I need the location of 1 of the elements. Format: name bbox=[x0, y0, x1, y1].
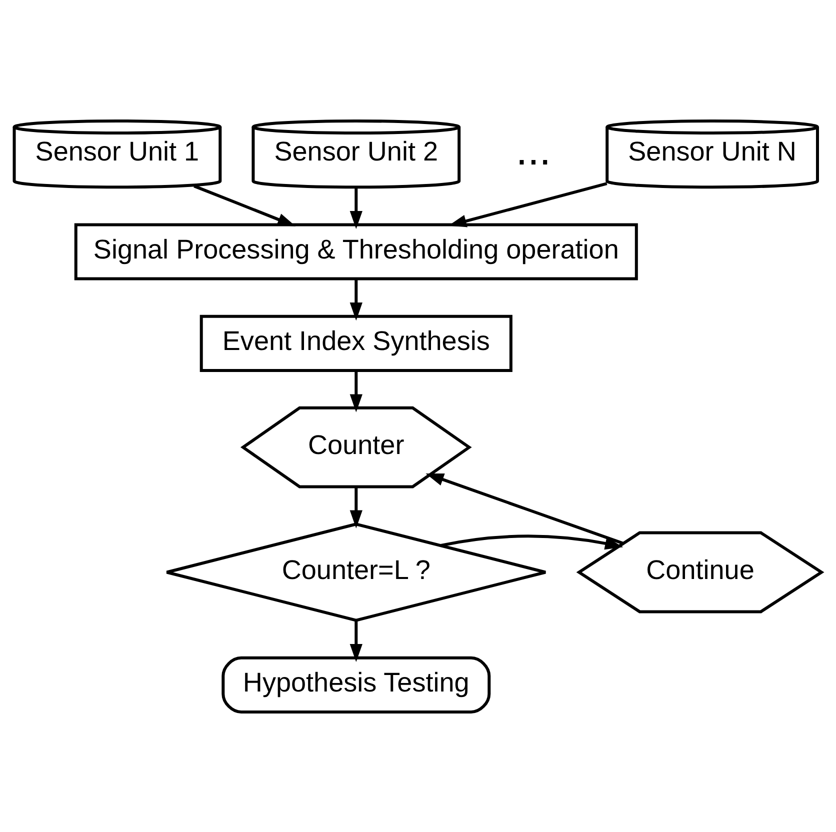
label: ... bbox=[516, 126, 551, 173]
